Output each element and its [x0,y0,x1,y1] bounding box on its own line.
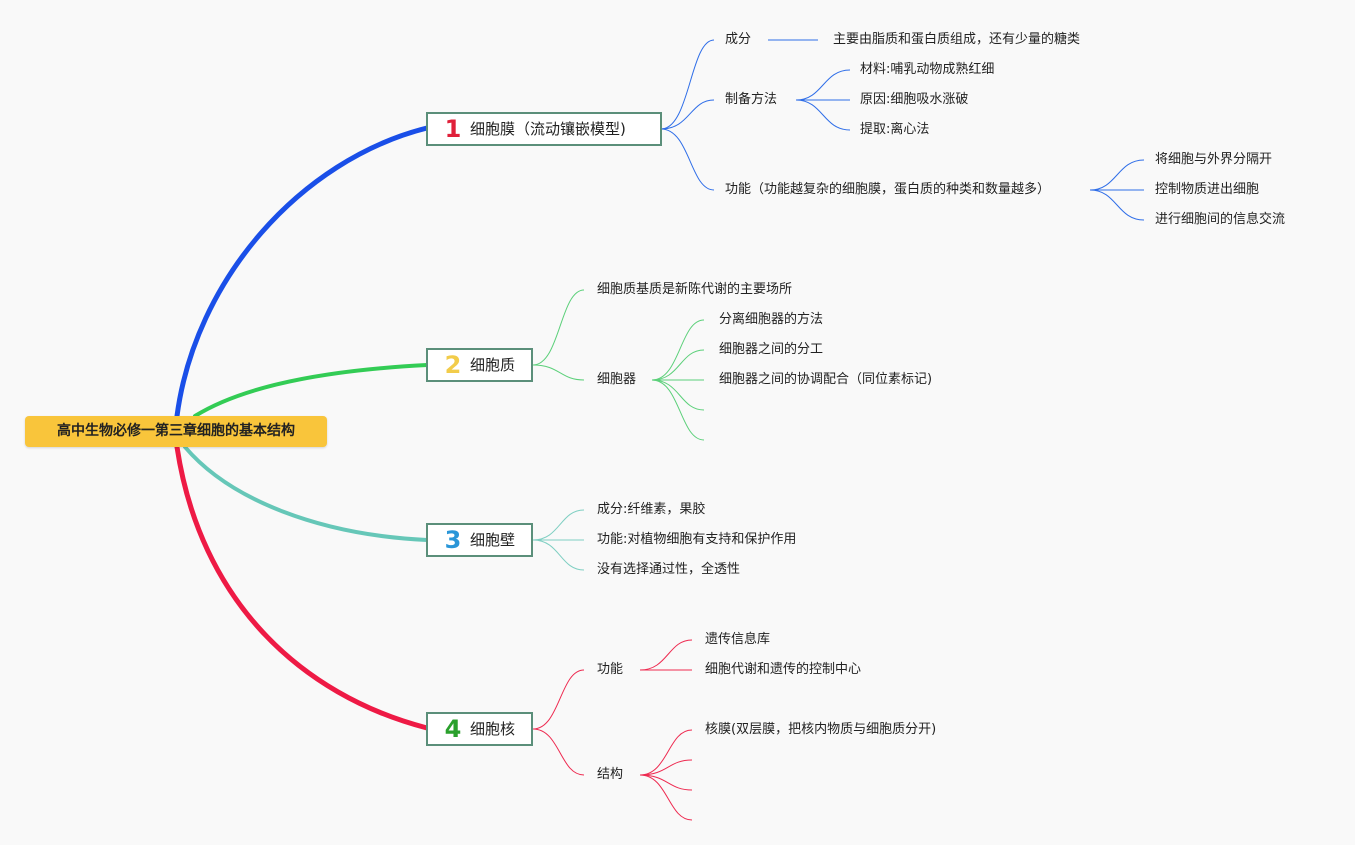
prep-item[interactable]: 材料:哺乳动物成熟红细 [860,62,995,77]
subtopic-matrix[interactable]: 细胞质基质是新陈代谢的主要场所 [597,282,793,297]
organelle-item[interactable]: 细胞器之间的分工 [719,342,824,357]
branch-title: 细胞壁 [470,531,516,549]
branch-title: 细胞膜（流动镶嵌模型) [470,120,626,138]
branch-node-membrane[interactable]: 1 细胞膜（流动镶嵌模型) [426,112,662,146]
nucleus-function-item[interactable]: 遗传信息库 [705,632,771,647]
subtopic-nucleus-structure[interactable]: 结构 [597,767,624,782]
wall-item[interactable]: 成分:纤维素，果胶 [597,502,706,517]
function-item[interactable]: 进行细胞间的信息交流 [1155,212,1286,227]
organelle-item[interactable]: 分离细胞器的方法 [719,312,824,327]
function-item[interactable]: 控制物质进出细胞 [1155,182,1260,197]
subtopic-preparation[interactable]: 制备方法 [725,92,778,107]
branch-title: 细胞质 [470,356,516,374]
subtopic-nucleus-function[interactable]: 功能 [597,662,624,677]
subtopic-composition[interactable]: 成分 [725,32,752,47]
prep-item[interactable]: 提取:离心法 [860,122,930,137]
prep-item[interactable]: 原因:细胞吸水涨破 [860,92,969,107]
subtopic-composition-detail[interactable]: 主要由脂质和蛋白质组成，还有少量的糖类 [833,32,1081,47]
branch-line-2 [193,363,429,418]
function-item[interactable]: 将细胞与外界分隔开 [1155,152,1273,167]
number-4-icon: 4 [444,715,462,743]
nucleus-structure-item[interactable]: 核膜(双层膜，把核内物质与细胞质分开) [705,722,937,737]
organelle-item[interactable]: 细胞器之间的协调配合（同位素标记) [719,372,933,387]
branch-node-cytoplasm[interactable]: 2 细胞质 [426,348,533,382]
nucleus-function-item[interactable]: 细胞代谢和遗传的控制中心 [705,662,862,677]
branch-node-nucleus[interactable]: 4 细胞核 [426,712,533,746]
number-3-icon: 3 [444,526,462,554]
branch-line-3 [183,445,429,542]
number-1-icon: 1 [444,115,462,143]
branch-line-4 [174,444,430,731]
wall-item[interactable]: 没有选择通过性，全透性 [597,562,741,577]
branch-title: 细胞核 [470,720,516,738]
branch-node-cell-wall[interactable]: 3 细胞壁 [426,523,533,557]
root-topic[interactable]: 高中生物必修一第三章细胞的基本结构 [25,416,327,447]
subtopic-membrane-function[interactable]: 功能（功能越复杂的细胞膜，蛋白质的种类和数量越多） [725,182,1051,197]
branch-line-1 [174,125,430,419]
subtopic-organelles[interactable]: 细胞器 [597,372,637,387]
wall-item[interactable]: 功能:对植物细胞有支持和保护作用 [597,532,797,547]
number-2-icon: 2 [444,351,462,379]
